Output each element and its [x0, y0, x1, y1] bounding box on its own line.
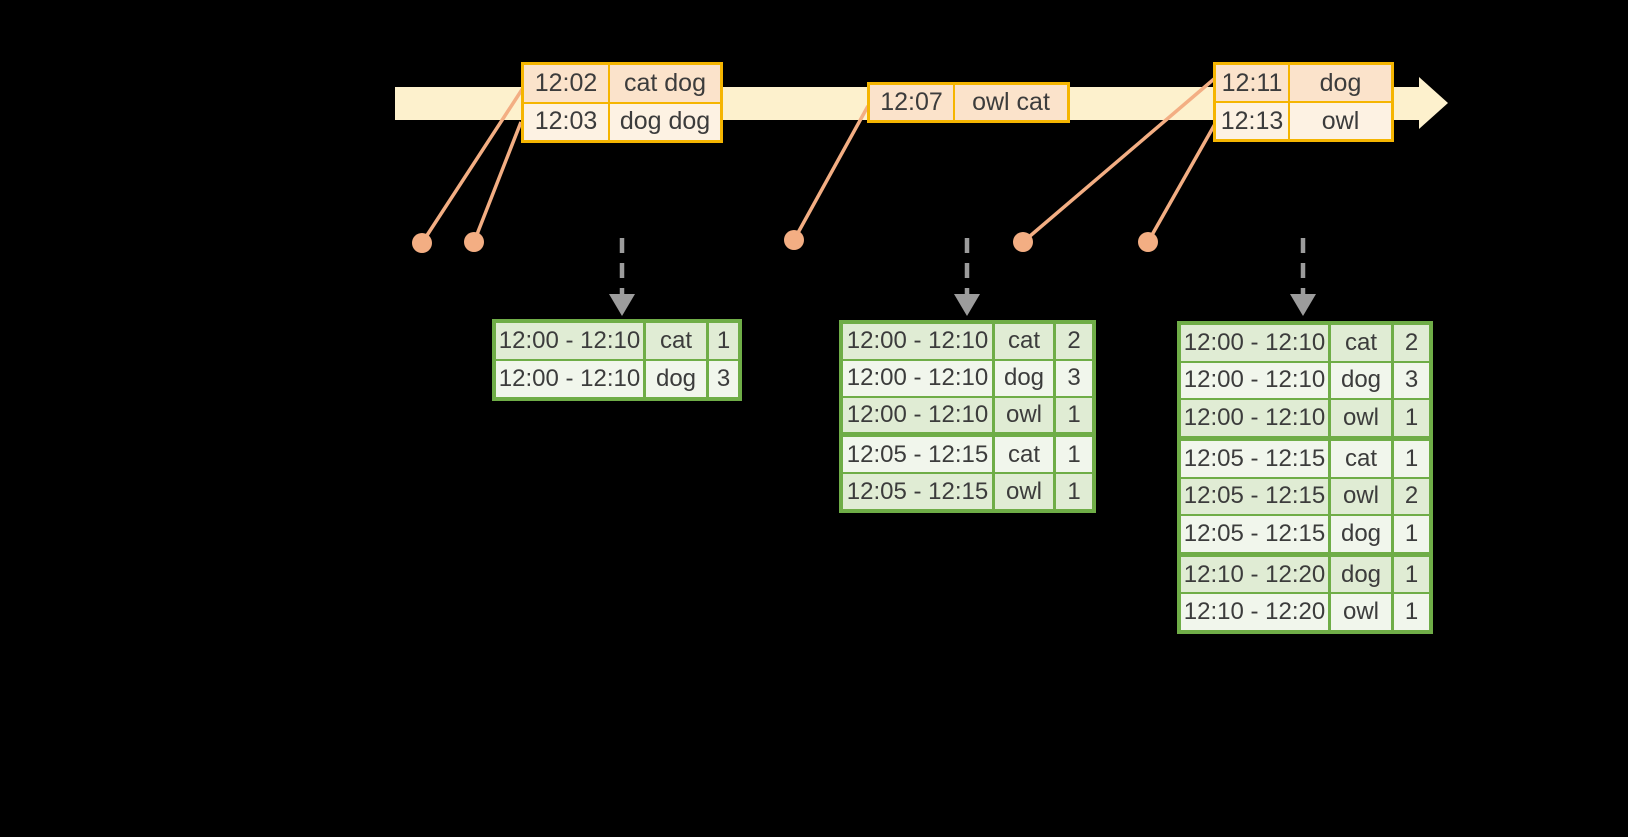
result-window-cell: 12:00 - 12:10	[843, 360, 995, 396]
result-window-cell: 12:00 - 12:10	[843, 324, 995, 359]
event-time-cell: 12:02	[524, 65, 610, 102]
event-time-cell: 12:11	[1216, 65, 1290, 101]
event-row: 12:03 dog dog	[524, 101, 720, 140]
event-words-cell: owl	[1321, 106, 1360, 135]
event-table-3: 12:11 dog 12:13 owl	[1213, 62, 1394, 142]
event-leader-line	[472, 121, 523, 243]
result-window-cell: 12:05 - 12:15	[1181, 440, 1331, 477]
result-count-cell: 3	[1404, 366, 1419, 394]
result-count-cell: 1	[1404, 560, 1419, 588]
result-count-cell: 1	[1067, 400, 1081, 428]
event-time-cell: 12:07	[870, 85, 955, 120]
result-word-cell: dog	[995, 360, 1056, 396]
trigger-arrowhead-icon	[609, 294, 635, 316]
event-time-cell: 12:13	[1216, 103, 1290, 139]
result-window-cell: 12:00 - 12:10	[1181, 325, 1331, 361]
trigger-arrowhead-icon	[1290, 294, 1316, 316]
result-word-cell: owl	[995, 474, 1056, 509]
result-count-cell: 2	[1404, 482, 1419, 510]
result-window-cell: 12:00 - 12:10	[496, 361, 646, 397]
result-word-cell: dog	[646, 361, 709, 397]
result-window-cell: 12:10 - 12:20	[1181, 556, 1331, 593]
event-dot	[412, 233, 432, 253]
event-time-cell: 12:03	[524, 103, 610, 140]
result-word-cell: dog	[1331, 516, 1394, 552]
result-word-cell: owl	[1331, 400, 1394, 436]
result-window-cell: 12:00 - 12:10	[843, 397, 995, 433]
result-count-cell: 1	[1404, 444, 1419, 472]
result-count-cell: 3	[1067, 364, 1081, 392]
event-dot	[1013, 232, 1033, 252]
trigger-arrowhead-icon	[954, 294, 980, 316]
result-window-cell: 12:00 - 12:10	[1181, 400, 1331, 436]
result-window-cell: 12:00 - 12:10	[1181, 362, 1331, 399]
event-dot	[1138, 232, 1158, 252]
event-row: 12:11 dog	[1216, 65, 1391, 101]
result-window-cell: 12:05 - 12:15	[1181, 516, 1331, 552]
event-dot	[464, 232, 484, 252]
event-words-cell: owl cat	[972, 88, 1050, 116]
result-word-cell: cat	[1331, 440, 1394, 477]
timeline-arrowhead-icon	[1419, 77, 1448, 129]
event-dot	[784, 230, 804, 250]
event-leader-line	[792, 105, 870, 241]
result-window-cell: 12:05 - 12:15	[1181, 478, 1331, 515]
event-table-1: 12:02 cat dog 12:03 dog dog	[521, 62, 723, 143]
result-window-cell: 12:10 - 12:20	[1181, 594, 1331, 630]
result-word-cell: dog	[1331, 362, 1394, 399]
event-row: 12:07 owl cat	[870, 85, 1067, 120]
event-words-cell: dog	[1319, 68, 1362, 97]
event-row: 12:13 owl	[1216, 101, 1391, 139]
result-window-cell: 12:05 - 12:15	[843, 474, 995, 509]
event-words-cell: dog dog	[619, 107, 711, 136]
result-word-cell: cat	[1331, 325, 1394, 361]
result-word-cell: owl	[1331, 478, 1394, 515]
result-word-cell: dog	[1331, 556, 1394, 593]
event-leader-line	[1146, 123, 1217, 243]
result-count-cell: 1	[1404, 404, 1419, 432]
result-word-cell: cat	[646, 323, 709, 359]
result-count-cell: 1	[716, 327, 731, 354]
result-count-cell: 1	[1067, 440, 1081, 468]
result-word-cell: owl	[995, 397, 1056, 433]
result-window-cell: 12:05 - 12:15	[843, 437, 995, 473]
result-count-cell: 1	[1404, 598, 1419, 626]
result-window-cell: 12:00 - 12:10	[496, 323, 646, 359]
result-word-cell: owl	[1331, 594, 1394, 630]
event-words-cell: cat dog	[623, 68, 706, 97]
result-count-cell: 1	[1067, 477, 1081, 505]
result-word-cell: cat	[995, 324, 1056, 359]
event-table-2: 12:07 owl cat	[867, 82, 1070, 123]
result-count-cell: 1	[1404, 519, 1419, 547]
result-count-cell: 2	[1067, 327, 1081, 355]
result-count-cell: 3	[716, 365, 731, 392]
result-count-cell: 2	[1404, 328, 1419, 356]
result-word-cell: cat	[995, 437, 1056, 473]
event-row: 12:02 cat dog	[524, 65, 720, 102]
